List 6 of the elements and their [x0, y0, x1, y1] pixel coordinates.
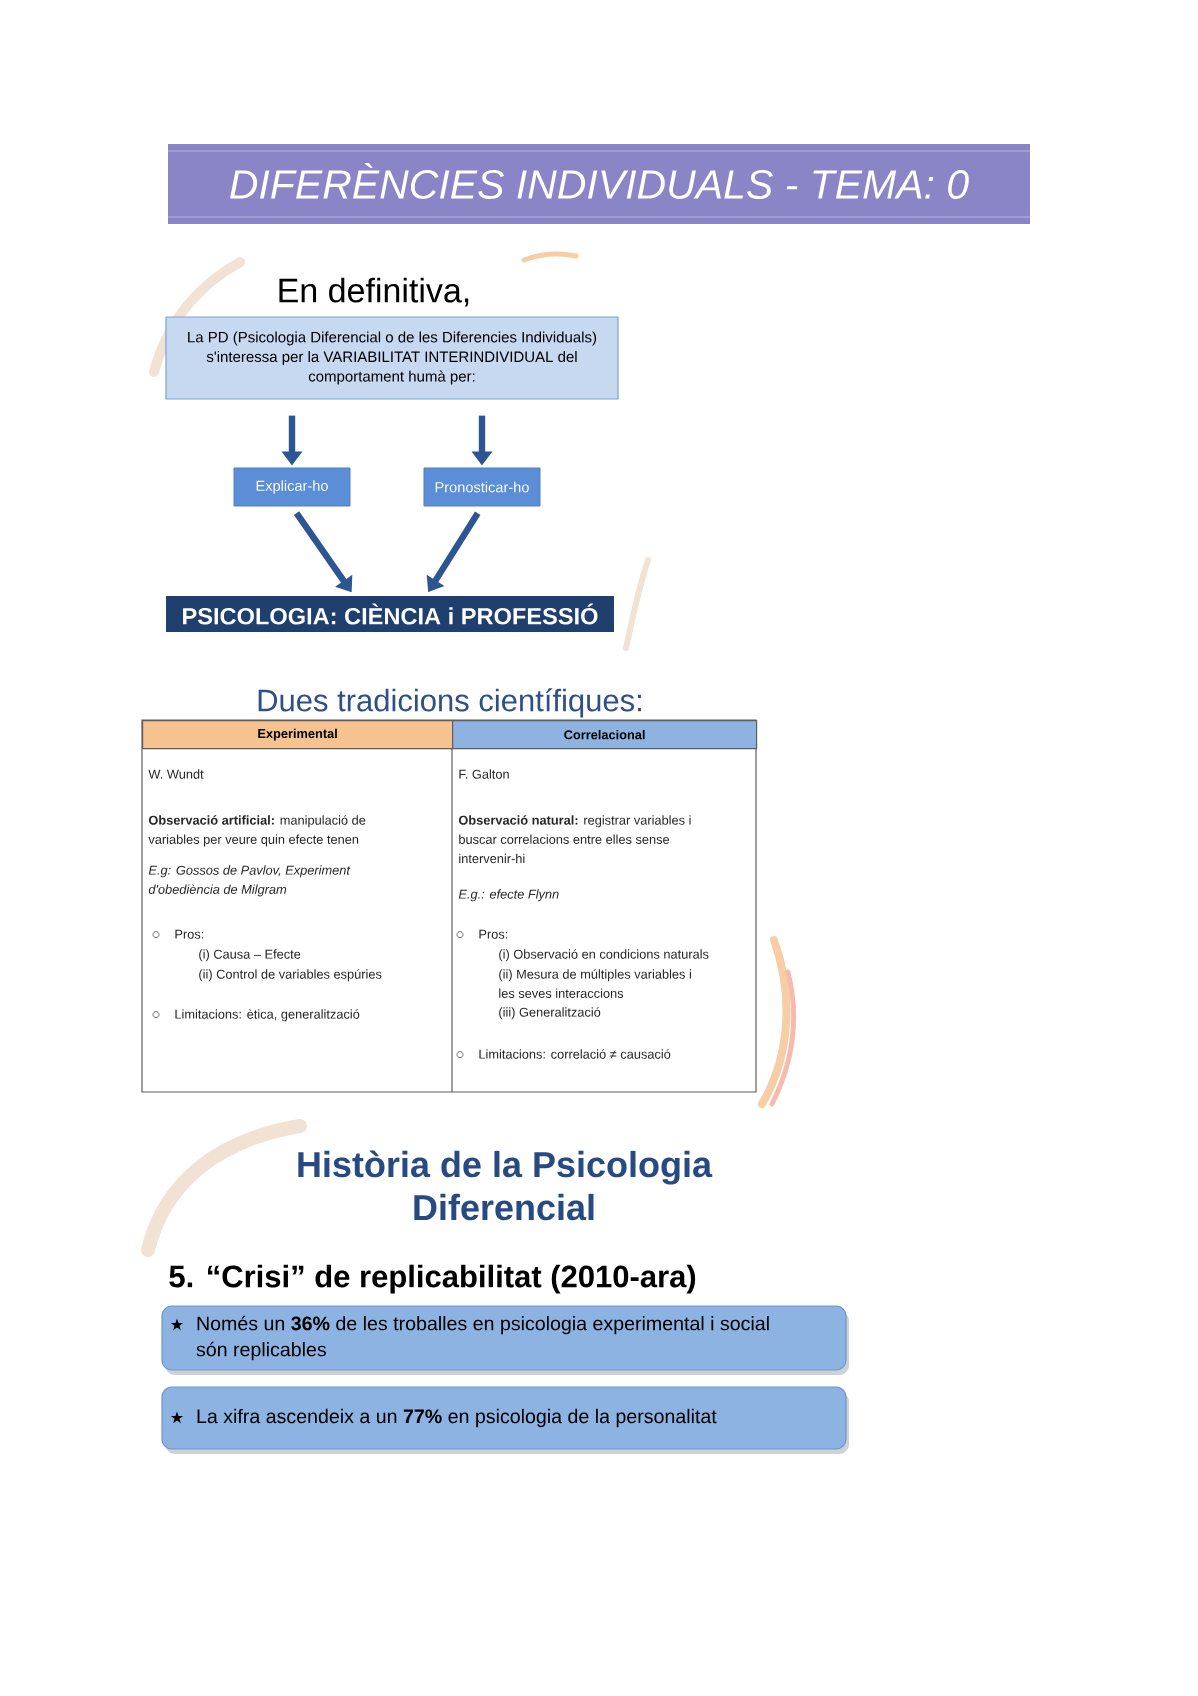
banner: PSICOLOGIA: CIÈNCIA i PROFESSIÓ	[166, 596, 614, 632]
callout-box: Només un 36% de les troballes en psicologia experimental i social són replicables	[161, 1305, 849, 1375]
slide-title: Història de la Psicologia Diferencial	[298, 1150, 713, 1221]
callout-box: La xifra ascendeix a un 77% en psicologia de la personalitat	[161, 1386, 849, 1454]
title-band: DIFERÈNCIES INDIVIDUALS - TEMA: 0	[167, 144, 1031, 224]
section-heading: Dues tradicions científiques:	[258, 688, 641, 718]
